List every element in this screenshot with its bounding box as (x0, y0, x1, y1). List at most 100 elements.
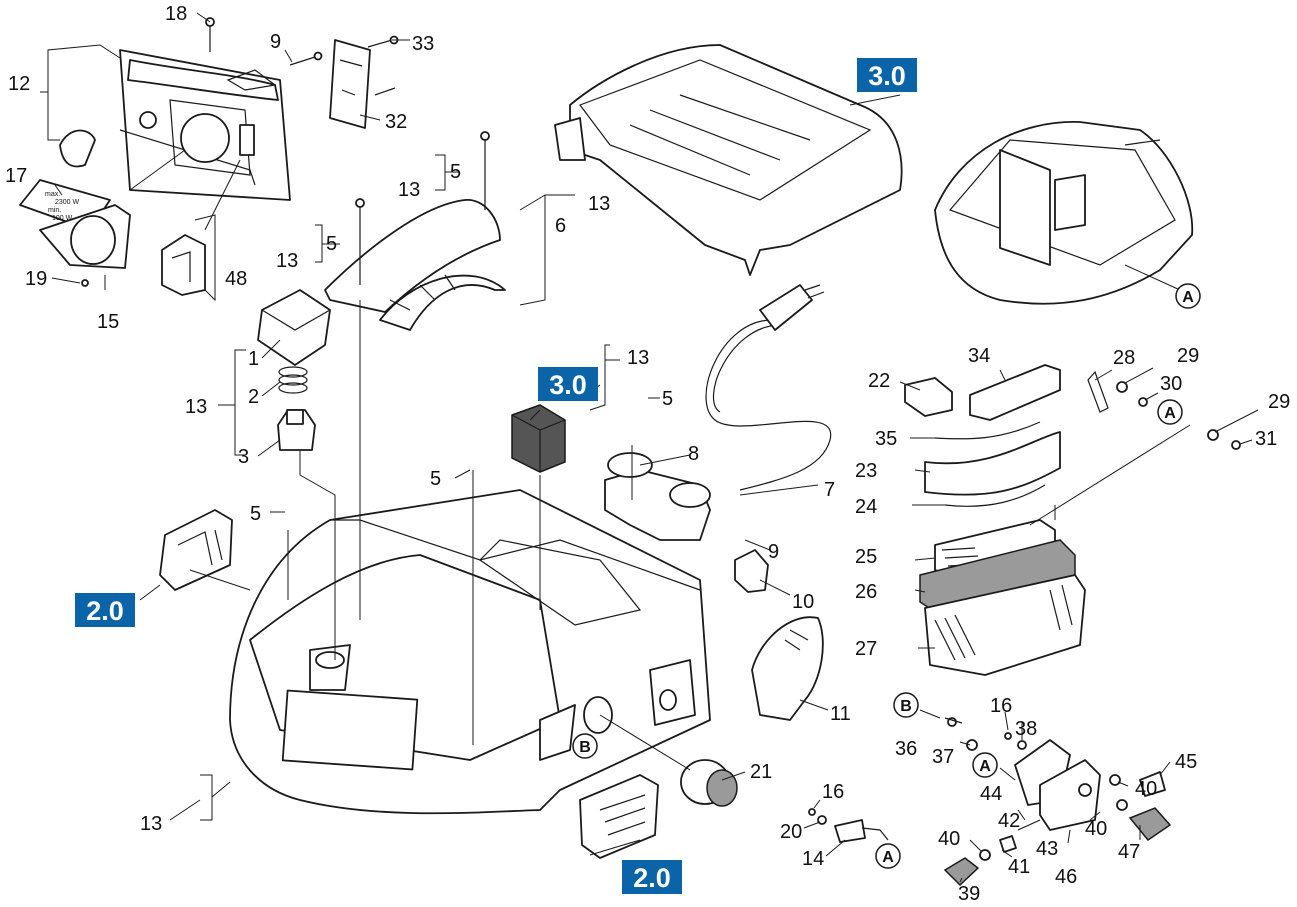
cover-11 (751, 616, 824, 721)
socket-label-line4: 100 W (52, 215, 73, 222)
callout-27: 27 (855, 638, 877, 660)
callout-33: 33 (412, 33, 434, 55)
callout-16: 16 (822, 781, 844, 803)
side-grip-left (159, 509, 233, 591)
callout-3: 3 (238, 446, 249, 468)
callout-45: 45 (1175, 751, 1197, 773)
socket-assembly: max. 2300 W min. 100 W (19, 179, 131, 287)
callout-23: 23 (855, 460, 877, 482)
callout-40: 40 (1085, 818, 1107, 840)
housing-upper-right (934, 121, 1194, 305)
svg-text:A: A (882, 849, 894, 866)
callout-13: 13 (140, 813, 162, 835)
callout-30: 30 (1160, 373, 1182, 395)
valve-assembly (808, 717, 1172, 887)
section-tag-2-0-bottom: 2.0 (622, 860, 682, 894)
callout-47: 47 (1118, 841, 1140, 863)
callout-48: 48 (225, 268, 247, 290)
callout-16: 16 (990, 695, 1012, 717)
callout-9: 9 (768, 541, 779, 563)
callout-18: 18 (165, 3, 187, 25)
svg-text:A: A (1164, 405, 1176, 422)
callout-8: 8 (688, 443, 699, 465)
socket-label-line3: min. (48, 207, 61, 214)
callout-13: 13 (185, 396, 207, 418)
svg-text:B: B (579, 739, 591, 756)
callout-26: 26 (855, 581, 877, 603)
section-tag-box (75, 593, 135, 627)
section-tag-label: 3.0 (549, 370, 587, 400)
callout-21: 21 (750, 761, 772, 783)
section-tag-2-0-left: 2.0 (75, 593, 135, 627)
svg-text:A: A (1182, 289, 1194, 306)
section-tag-3-0-middle: 3.0 (538, 367, 598, 401)
callout-42: 42 (998, 810, 1020, 832)
side-grip-bottom (579, 774, 659, 859)
callout-13: 13 (588, 193, 610, 215)
section-tag-label: 2.0 (633, 863, 671, 893)
callout-7: 7 (824, 479, 835, 501)
callout-44: 44 (980, 783, 1002, 805)
section-tag-box (857, 58, 917, 92)
callout-13: 13 (627, 347, 649, 369)
callout-13: 13 (276, 250, 298, 272)
power-cord (705, 284, 832, 491)
callout-20: 20 (780, 821, 802, 843)
main-housing (229, 489, 711, 815)
callout-5: 5 (430, 468, 441, 490)
callout-10: 10 (792, 591, 814, 613)
section-tag-box (622, 860, 682, 894)
callout-29: 29 (1268, 391, 1290, 413)
section-tag-3-0-top: 3.0 (857, 58, 917, 92)
filter-block (511, 404, 566, 473)
callout-6: 6 (555, 215, 566, 237)
callout-35: 35 (875, 428, 897, 450)
clip-48 (161, 234, 206, 296)
section-tag-label: 2.0 (86, 596, 124, 626)
callout-28: 28 (1113, 347, 1135, 369)
callout-17: 17 (5, 165, 27, 187)
callout-41: 41 (1008, 856, 1030, 878)
callout-1: 1 (248, 348, 259, 370)
callout-36: 36 (895, 738, 917, 760)
callout-37: 37 (932, 746, 954, 768)
callout-38: 38 (1015, 718, 1037, 740)
switch-button-assembly (257, 289, 331, 451)
callout-34: 34 (968, 345, 990, 367)
callout-46: 46 (1055, 866, 1077, 888)
section-tag-label: 3.0 (868, 61, 906, 91)
cable-clip (734, 549, 769, 593)
callout-5: 5 (450, 161, 461, 183)
connector-a-valve: A (972, 752, 998, 778)
svg-text:B: B (900, 698, 912, 715)
mounting-plate (289, 35, 399, 129)
motor-21 (680, 759, 738, 807)
socket-label-line2: 2300 W (55, 199, 80, 206)
callout-5: 5 (326, 233, 337, 255)
section-tag-box (538, 367, 598, 401)
leader-lines (40, 12, 1259, 883)
cable-guide (604, 452, 711, 541)
callout-25: 25 (855, 546, 877, 568)
callout-29: 29 (1177, 345, 1199, 367)
connector-a-housing: A (1175, 283, 1201, 309)
callout-19: 19 (25, 268, 47, 290)
bracket-28 (1087, 370, 1241, 450)
callout-5: 5 (250, 503, 261, 525)
callout-40: 40 (1135, 778, 1157, 800)
part-callouts: 18 9 33 1 2 32 17 19 15 48 13 5 6 13 13 5… (5, 3, 1290, 905)
callout-11: 11 (830, 703, 851, 725)
filter-stack (904, 364, 1086, 676)
callout-39: 39 (958, 883, 980, 905)
callout-9: 9 (270, 31, 281, 53)
callout-5: 5 (662, 388, 673, 410)
callout-32: 32 (385, 111, 407, 133)
connector-b-valve: B (893, 692, 919, 718)
callout-43: 43 (1036, 838, 1058, 860)
callout-2: 2 (248, 386, 259, 408)
connector-a-sensor: A (875, 843, 901, 869)
carry-handle (324, 131, 506, 331)
connector-b-housing: B (572, 733, 598, 759)
callout-15: 15 (97, 311, 119, 333)
